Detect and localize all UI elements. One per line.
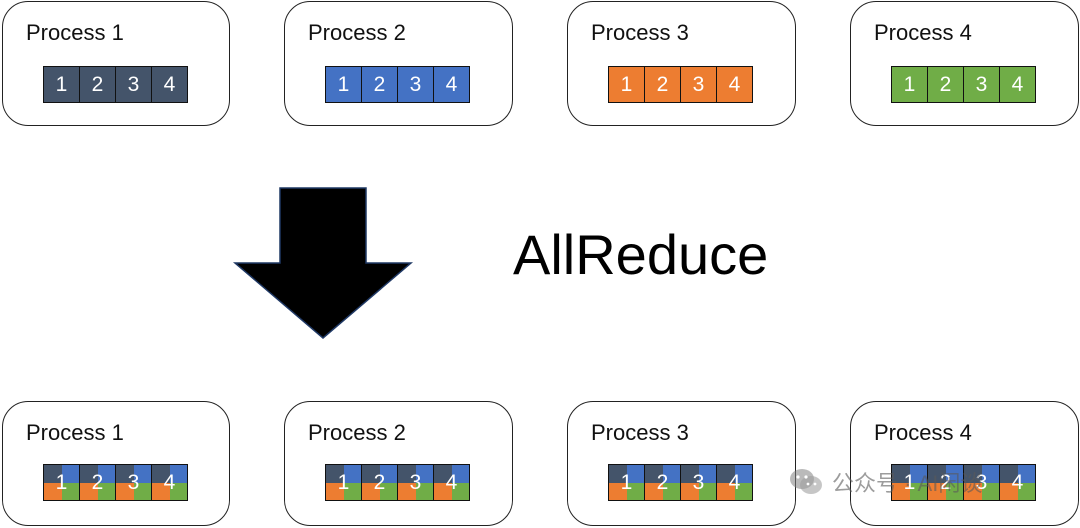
wechat-icon xyxy=(790,469,822,494)
data-cell: 1 xyxy=(608,464,645,501)
data-cell: 1 xyxy=(891,464,928,501)
process-label: Process 4 xyxy=(874,420,972,445)
data-strip: 1 2 3 4 xyxy=(891,464,1036,501)
data-cell: 2 xyxy=(79,464,116,501)
data-cell: 4 xyxy=(433,66,470,103)
data-cell: 3 xyxy=(963,464,1000,501)
data-cell: 3 xyxy=(115,464,152,501)
data-cell: 3 xyxy=(963,66,1000,103)
data-cell: 2 xyxy=(644,66,681,103)
data-cell: 2 xyxy=(927,464,964,501)
data-cell: 4 xyxy=(433,464,470,501)
data-strip: 1 2 3 4 xyxy=(891,66,1036,103)
process-label: Process 2 xyxy=(308,420,406,445)
data-cell: 3 xyxy=(397,464,434,501)
process-box-before-1: Process 1 1 2 3 4 xyxy=(2,1,230,126)
process-box-before-3: Process 3 1 2 3 4 xyxy=(567,1,796,126)
data-cell: 1 xyxy=(325,464,362,501)
data-cell: 3 xyxy=(680,464,717,501)
data-cell: 1 xyxy=(43,464,80,501)
data-strip: 1 2 3 4 xyxy=(43,66,188,103)
process-label: Process 3 xyxy=(591,420,689,445)
down-arrow-icon xyxy=(232,187,414,339)
data-cell: 3 xyxy=(680,66,717,103)
process-box-after-3: Process 3 1 2 3 4 xyxy=(567,401,796,526)
process-label: Process 1 xyxy=(26,20,124,45)
data-cell: 4 xyxy=(151,464,188,501)
diagram-title: AllReduce xyxy=(513,223,769,286)
data-strip: 1 2 3 4 xyxy=(43,464,188,501)
data-cell: 3 xyxy=(397,66,434,103)
data-strip: 1 2 3 4 xyxy=(325,66,470,103)
data-cell: 4 xyxy=(716,464,753,501)
data-cell: 2 xyxy=(361,464,398,501)
data-cell: 4 xyxy=(151,66,188,103)
data-cell: 4 xyxy=(716,66,753,103)
data-cell: 1 xyxy=(891,66,928,103)
process-label: Process 1 xyxy=(26,420,124,445)
data-cell: 2 xyxy=(644,464,681,501)
data-cell: 2 xyxy=(927,66,964,103)
data-cell: 3 xyxy=(115,66,152,103)
watermark-text: 公众号 · AI闲谈 xyxy=(832,471,983,496)
data-strip: 1 2 3 4 xyxy=(325,464,470,501)
data-strip: 1 2 3 4 xyxy=(608,464,753,501)
data-cell: 2 xyxy=(361,66,398,103)
process-label: Process 2 xyxy=(308,20,406,45)
data-strip: 1 2 3 4 xyxy=(608,66,753,103)
process-box-after-1: Process 1 1 2 3 4 xyxy=(2,401,230,526)
data-cell: 1 xyxy=(608,66,645,103)
watermark: 公众号 · AI闲谈 xyxy=(788,466,982,498)
process-box-before-4: Process 4 1 2 3 4 xyxy=(850,1,1079,126)
data-cell: 1 xyxy=(325,66,362,103)
data-cell: 1 xyxy=(43,66,80,103)
data-cell: 2 xyxy=(79,66,116,103)
data-cell: 4 xyxy=(999,66,1036,103)
process-box-before-2: Process 2 1 2 3 4 xyxy=(284,1,513,126)
process-label: Process 4 xyxy=(874,20,972,45)
process-label: Process 3 xyxy=(591,20,689,45)
process-box-after-4: Process 4 1 2 3 4 xyxy=(850,401,1079,526)
data-cell: 4 xyxy=(999,464,1036,501)
process-box-after-2: Process 2 1 2 3 4 xyxy=(284,401,513,526)
